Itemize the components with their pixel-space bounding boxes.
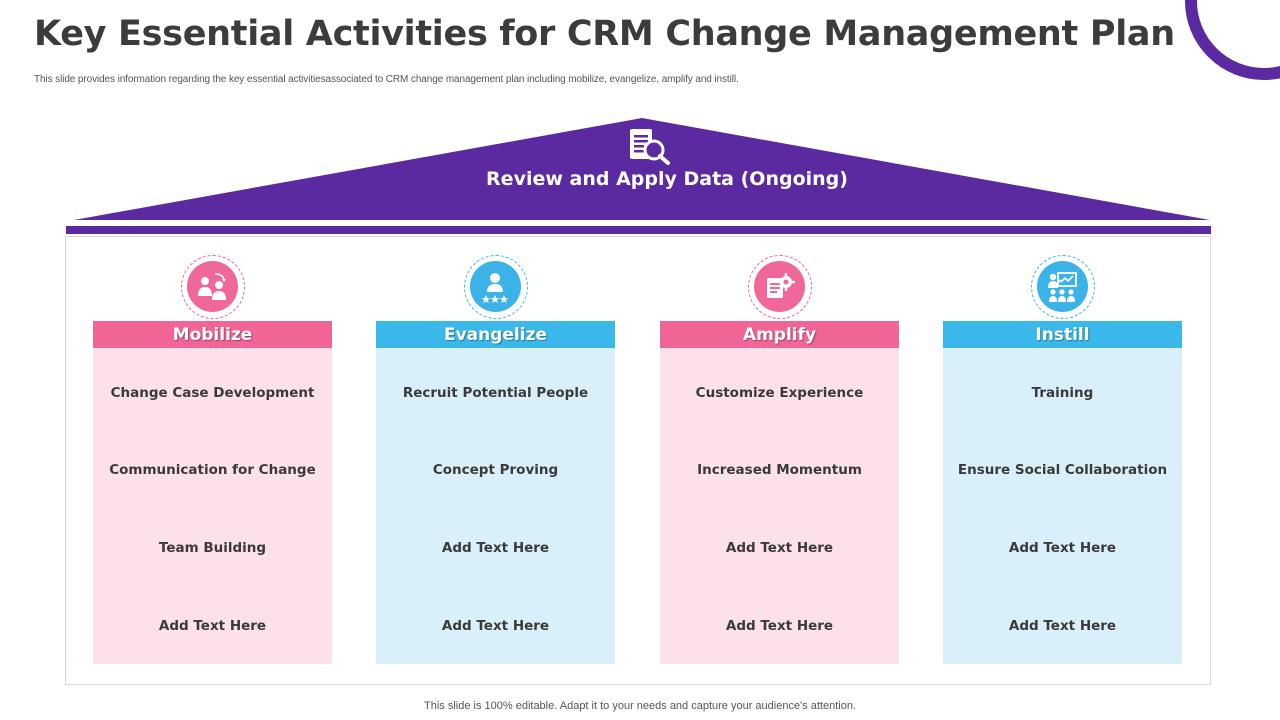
pillar-item: Add Text Here bbox=[441, 618, 550, 634]
pillar-item: Customize Experience bbox=[695, 385, 864, 401]
pillar-evangelize: Evangelize Recruit Potential People Conc… bbox=[376, 255, 615, 664]
decorative-ring bbox=[1185, 0, 1280, 80]
pillar-item: Add Text Here bbox=[1008, 540, 1117, 556]
page-subtitle: This slide provides information regardin… bbox=[34, 74, 739, 85]
pillar-item: Add Text Here bbox=[725, 540, 834, 556]
pillar-body: Customize Experience Increased Momentum … bbox=[660, 348, 899, 664]
pillar-body: Change Case Development Communication fo… bbox=[93, 348, 332, 664]
icon-ring bbox=[747, 255, 812, 319]
roof-beam bbox=[66, 226, 1211, 234]
footer-note: This slide is 100% editable. Adapt it to… bbox=[424, 700, 856, 712]
person-stars-icon bbox=[469, 261, 521, 312]
page-title: Key Essential Activities for CRM Change … bbox=[34, 14, 1175, 54]
document-search-icon bbox=[630, 129, 670, 165]
pillar-item: Add Text Here bbox=[441, 540, 550, 556]
roof-triangle bbox=[74, 118, 1210, 220]
team-exchange-icon bbox=[186, 261, 238, 312]
pillar-item: Add Text Here bbox=[158, 618, 267, 634]
pillar-header: Instill bbox=[943, 321, 1182, 348]
presentation-training-icon bbox=[1036, 261, 1088, 312]
pillar-header: Amplify bbox=[660, 321, 899, 348]
pillar-item: Team Building bbox=[158, 540, 267, 556]
pillar-item: Concept Proving bbox=[432, 462, 559, 478]
pillar-item: Increased Momentum bbox=[697, 462, 862, 478]
pillar-item: Recruit Potential People bbox=[402, 385, 589, 401]
settings-report-icon bbox=[753, 261, 805, 312]
pillar-header: Mobilize bbox=[93, 321, 332, 348]
pillar-mobilize: Mobilize Change Case Development Communi… bbox=[93, 255, 332, 664]
pillar-instill: Instill Training Ensure Social Collabora… bbox=[943, 255, 1182, 664]
pillar-header: Evangelize bbox=[376, 321, 615, 348]
roof-label: Review and Apply Data (Ongoing) bbox=[486, 168, 848, 190]
pillar-item: Change Case Development bbox=[110, 385, 315, 401]
pillar-body: Training Ensure Social Collaboration Add… bbox=[943, 348, 1182, 664]
pillar-amplify: Amplify Customize Experience Increased M… bbox=[660, 255, 899, 664]
pillar-item: Ensure Social Collaboration bbox=[957, 462, 1168, 478]
pillar-item: Training bbox=[1031, 385, 1094, 401]
pillar-item: Add Text Here bbox=[725, 618, 834, 634]
icon-ring bbox=[1030, 255, 1095, 319]
pillar-item: Add Text Here bbox=[1008, 618, 1117, 634]
icon-ring bbox=[463, 255, 528, 319]
pillar-item: Communication for Change bbox=[109, 462, 316, 478]
icon-ring bbox=[180, 255, 245, 319]
pillar-body: Recruit Potential People Concept Proving… bbox=[376, 348, 615, 664]
